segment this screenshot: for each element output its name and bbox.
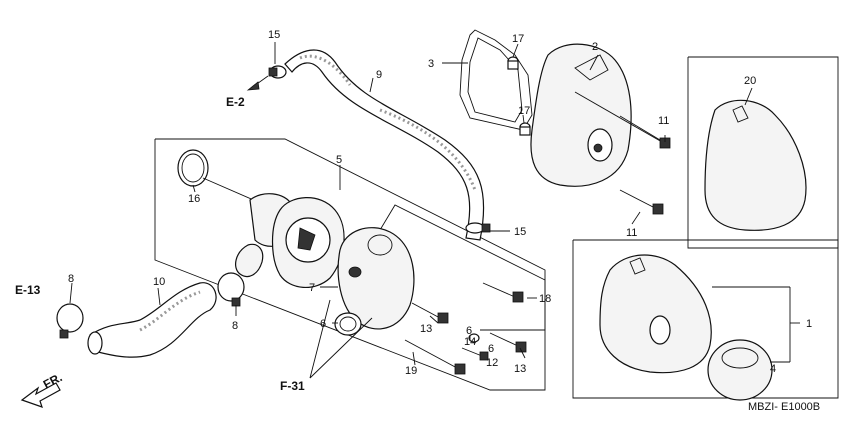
callout-3: 3: [428, 58, 434, 70]
callout-8-right: 8: [232, 320, 238, 332]
callout-14: 14: [464, 336, 476, 348]
bolt-13-right: [489, 332, 527, 353]
callout-20: 20: [744, 75, 756, 87]
collar-upper: [507, 56, 519, 70]
ref-f31: F-31: [280, 379, 305, 393]
callout-8-left: 8: [68, 273, 74, 285]
washer-14: [468, 333, 480, 343]
callout-13-left: 13: [420, 323, 432, 335]
bolt-11-upper: [574, 91, 671, 149]
callout-11-lower: 11: [626, 227, 637, 239]
bolt-11-lower: [619, 189, 664, 215]
callout-7: 7: [309, 282, 315, 294]
bolt-19: [404, 339, 466, 375]
callout-17-upper: 17: [512, 33, 524, 45]
pump-cover: [337, 227, 415, 330]
cover-assembly: [599, 254, 712, 374]
lower-coolant-hose: [87, 282, 217, 358]
callout-6-right: 6: [488, 343, 494, 355]
cap-4: [707, 339, 773, 401]
callout-5: 5: [336, 154, 342, 166]
callout-10: 10: [153, 276, 165, 288]
cover-20: [704, 99, 807, 231]
callout-4: 4: [770, 363, 776, 375]
bolt-18: [482, 282, 524, 303]
hose-clamp-8-left: [56, 303, 84, 339]
inset-box-assembly: [572, 239, 839, 399]
hose-clamp-lower: [465, 222, 491, 234]
diagram-code: MBZI- E1000B: [748, 401, 820, 413]
o-ring: [177, 149, 209, 187]
callout-6-left: 6: [320, 318, 326, 330]
water-pump: [202, 177, 345, 288]
callout-11-upper: 11: [658, 115, 669, 127]
ref-e13: E-13: [15, 283, 41, 297]
collar-lower: [519, 122, 531, 136]
callout-17-lower: 17: [518, 105, 530, 117]
cover-bracket: [459, 29, 533, 131]
ref-front: FR.: [41, 370, 65, 391]
callout-15-upper: 15: [268, 29, 280, 41]
callout-1: 1: [806, 318, 812, 330]
upper-coolant-hose: [284, 49, 485, 241]
cover-sub-outline: [379, 204, 546, 331]
callout-6-mid: 6: [466, 325, 472, 337]
outlet-o-ring: [334, 312, 362, 336]
side-cover: [530, 43, 632, 187]
bolt-12: [461, 347, 489, 361]
callout-9: 9: [376, 69, 382, 81]
callout-15-lower: 15: [514, 226, 526, 238]
bolt-13-left: [411, 302, 449, 324]
callout-18: 18: [539, 293, 551, 305]
callout-12: 12: [486, 357, 498, 369]
callout-16: 16: [188, 193, 200, 205]
callout-13-right: 13: [514, 363, 526, 375]
ref-e2: E-2: [226, 95, 245, 109]
callout-19: 19: [405, 365, 417, 377]
hose-clamp-8-right: [217, 272, 245, 307]
hose-clamp-upper: [268, 65, 287, 79]
front-arrow-icon: [20, 382, 61, 408]
e2-arrow-icon: [246, 75, 269, 91]
pump-group-outline: [154, 138, 546, 391]
leader-lines: [69, 42, 800, 379]
callout-2: 2: [592, 41, 598, 53]
